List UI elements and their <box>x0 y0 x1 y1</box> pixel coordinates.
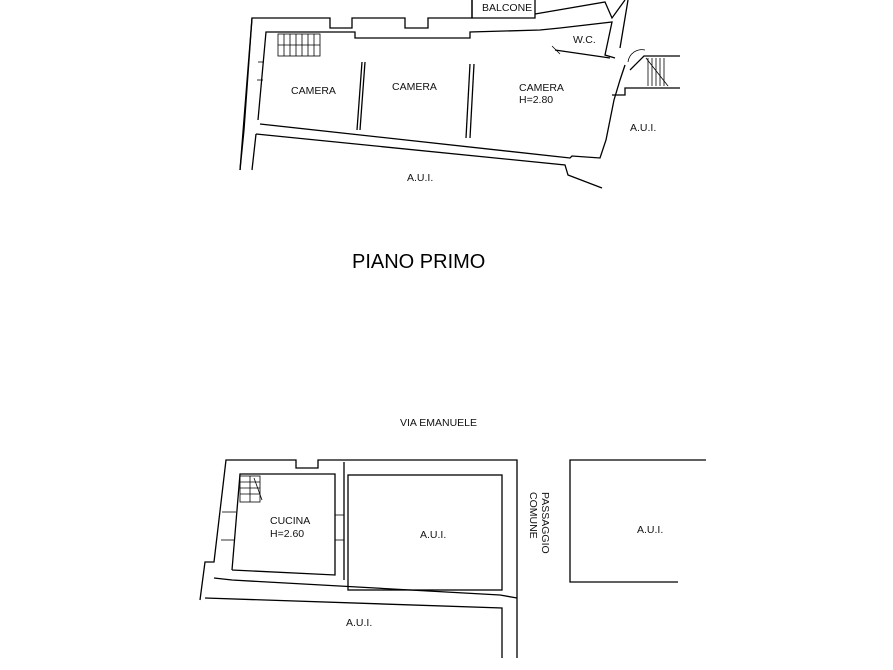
first-floor-bottom-wall <box>259 64 626 159</box>
wc-right-wall <box>619 0 629 49</box>
neighbor-unit-label-right: A.U.I. <box>637 524 663 536</box>
partition-wall-2 <box>465 63 471 139</box>
kitchen-height: H=2.60 <box>270 528 304 540</box>
neighbor-unit-label-center: A.U.I. <box>420 529 446 541</box>
kitchen-wall <box>231 473 336 576</box>
ground-floor-plan: VIA EMANUELE CUCINA H=2.60 A.U.I. <box>199 417 706 658</box>
left-wall <box>243 17 253 131</box>
kitchen-label: CUCINA <box>270 515 310 527</box>
first-floor-outer-wall <box>239 0 473 171</box>
first-floor-plan: CAMERA CAMERA CAMERA H=2.80 W.C. BALCONE… <box>239 0 680 189</box>
ground-floor-outer-wall <box>199 459 518 658</box>
balcony-outline <box>471 0 536 19</box>
passage-label-line2: COMUNE <box>527 492 539 539</box>
ground-floor-stairs <box>239 475 263 503</box>
neighbor-block-right <box>569 459 706 583</box>
wc-upper-wall <box>534 0 626 20</box>
wc-door-arc <box>627 49 646 63</box>
neighbor-unit-label-bottom: A.U.I. <box>346 617 372 629</box>
room-label-wc: W.C. <box>573 34 596 46</box>
balcony-label: BALCONE <box>482 2 532 14</box>
street-label: VIA EMANUELE <box>400 417 477 429</box>
room-height-camera-3: H=2.80 <box>519 94 553 106</box>
neighbor-unit-label-bottom: A.U.I. <box>407 172 433 184</box>
passage-label-line1: PASSAGGIO <box>539 492 551 554</box>
room-label-camera-1: CAMERA <box>291 85 336 97</box>
neighbor-unit-room <box>347 474 503 591</box>
right-stairs <box>645 57 669 87</box>
partition-wall-1 <box>356 61 363 131</box>
neighbor-unit-label-right: A.U.I. <box>630 122 656 134</box>
room-label-camera-2: CAMERA <box>392 81 437 93</box>
wc-partition <box>554 49 611 59</box>
first-floor-stairs <box>277 33 321 57</box>
floor-title: PIANO PRIMO <box>352 251 485 273</box>
right-wing-wall <box>612 87 680 96</box>
room-label-camera-3: CAMERA <box>519 82 564 94</box>
first-floor-inner-wall <box>257 21 616 121</box>
